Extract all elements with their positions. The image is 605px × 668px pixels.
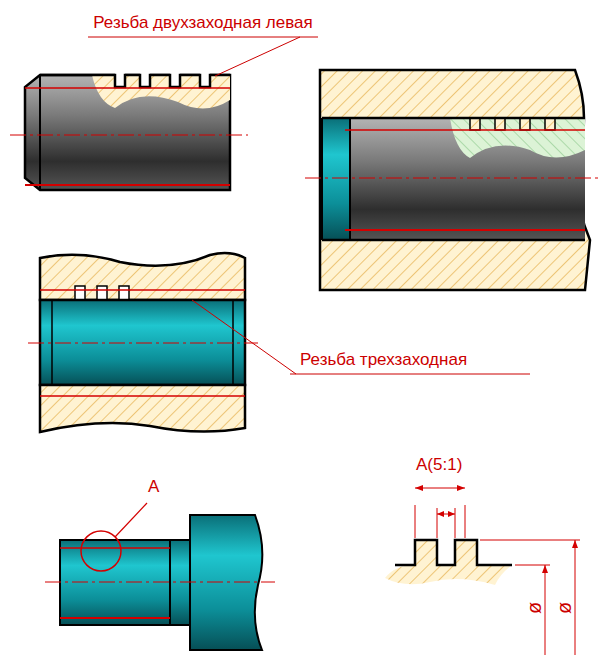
- threaded-shaft: [10, 37, 318, 190]
- view-letter: A: [148, 474, 178, 500]
- stepped-shaft: [45, 503, 275, 650]
- diameter-sign: ø: [551, 596, 577, 620]
- thread-note: Резьба трехзаходная: [300, 347, 540, 373]
- threaded-sleeve: [28, 253, 530, 432]
- thread-detail: [385, 485, 580, 655]
- detail-title: A(5:1): [416, 452, 506, 478]
- thread-note: Резьба двухзаходная левая: [78, 10, 328, 36]
- threaded-joint: [305, 70, 598, 290]
- diameter-sign: ø: [521, 596, 547, 620]
